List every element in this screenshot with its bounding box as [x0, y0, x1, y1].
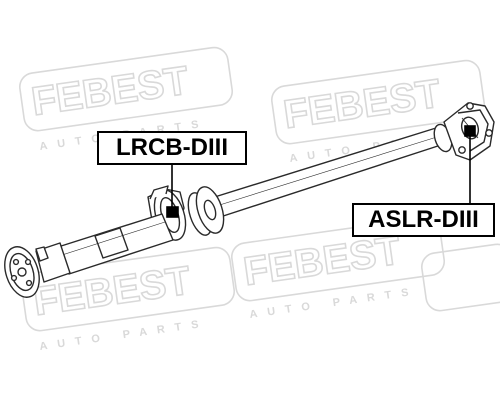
watermark-far-right — [421, 243, 500, 312]
watermark-brand-text: FEBEST — [241, 229, 403, 295]
coupling — [187, 186, 225, 236]
front-joint — [4, 242, 71, 298]
marker-aslr — [464, 125, 476, 137]
watermark-brand-text: FEBEST — [29, 59, 191, 125]
part-label-flex-joint: ASLR-DIII — [352, 203, 495, 237]
watermark-brand-text: FEBEST — [281, 72, 443, 138]
marker-lrcb — [166, 206, 179, 218]
part-label-center-bearing: LRCB-DIII — [97, 131, 247, 165]
drive-shaft — [4, 102, 495, 298]
watermark-subtitle-text: AUTO PARTS — [249, 285, 420, 321]
watermark-subtitle-text: AUTO PARTS — [39, 317, 210, 353]
callouts — [166, 125, 476, 218]
